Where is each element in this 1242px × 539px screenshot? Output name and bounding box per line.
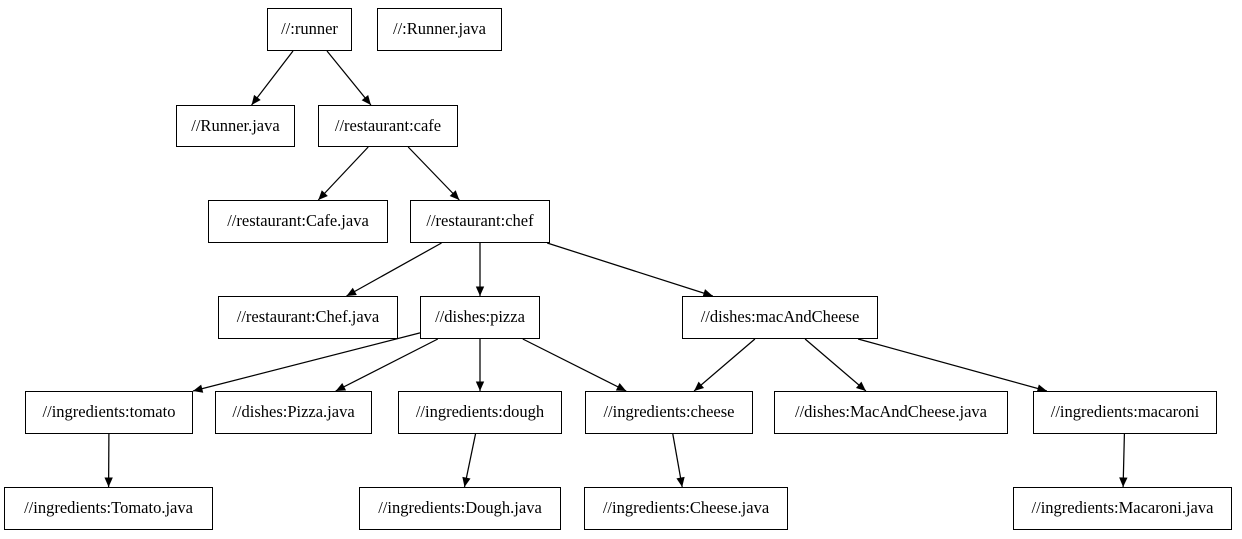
edge-chef-to-mac-and-cheese bbox=[547, 242, 713, 298]
graph-node-macaroni: //ingredients:macaroni bbox=[1033, 391, 1217, 434]
edge-mac-and-cheese-to-cheese bbox=[693, 338, 756, 392]
node-label: //ingredients:Dough.java bbox=[378, 498, 542, 518]
node-label: //ingredients:dough bbox=[415, 402, 545, 422]
node-label: //ingredients:Cheese.java bbox=[602, 498, 770, 518]
graph-node-dough-java: //ingredients:Dough.java bbox=[359, 487, 561, 530]
node-label: //restaurant:cafe bbox=[334, 115, 442, 135]
graph-node-runner: //:runner bbox=[267, 8, 352, 51]
graph-node-cafe: //restaurant:cafe bbox=[318, 105, 458, 147]
node-label: //dishes:MacAndCheese.java bbox=[795, 402, 987, 422]
edge-cafe-to-cafe-java bbox=[317, 146, 369, 201]
edge-pizza-to-cheese bbox=[522, 338, 627, 392]
node-label: //:runner bbox=[281, 19, 338, 39]
edge-chef-to-chef-java bbox=[346, 242, 442, 297]
graph-node-tomato-java: //ingredients:Tomato.java bbox=[4, 487, 213, 530]
graph-node-chef: //restaurant:chef bbox=[410, 200, 550, 243]
node-label: //restaurant:Chef.java bbox=[236, 307, 380, 327]
edge-mac-and-cheese-to-macaroni bbox=[857, 338, 1048, 393]
node-label: //restaurant:Cafe.java bbox=[227, 211, 369, 231]
edge-runner-to-cafe bbox=[326, 50, 372, 106]
edge-pizza-to-tomato bbox=[192, 332, 421, 393]
node-label: //ingredients:tomato bbox=[42, 402, 176, 422]
edge-pizza-to-pizza-java bbox=[335, 338, 439, 392]
graph-node-cheese: //ingredients:cheese bbox=[585, 391, 753, 434]
edge-mac-and-cheese-to-mac-and-cheese-java bbox=[804, 338, 867, 392]
graph-node-pizza: //dishes:pizza bbox=[420, 296, 540, 339]
node-label: //dishes:pizza bbox=[435, 307, 525, 327]
graph-node-macaroni-java: //ingredients:Macaroni.java bbox=[1013, 487, 1232, 530]
graph-node-mac-and-cheese: //dishes:macAndCheese bbox=[682, 296, 878, 339]
graph-node-dough: //ingredients:dough bbox=[398, 391, 562, 434]
graph-node-chef-java: //restaurant:Chef.java bbox=[218, 296, 398, 339]
node-label: //ingredients:Tomato.java bbox=[24, 498, 193, 518]
node-label: //dishes:Pizza.java bbox=[232, 402, 355, 422]
graph-node-runner-java: //Runner.java bbox=[176, 105, 295, 147]
graph-node-mac-and-cheese-java: //dishes:MacAndCheese.java bbox=[774, 391, 1008, 434]
node-label: //ingredients:macaroni bbox=[1050, 402, 1200, 422]
graph-node-pizza-java: //dishes:Pizza.java bbox=[215, 391, 372, 434]
graph-node-cheese-java: //ingredients:Cheese.java bbox=[584, 487, 788, 530]
node-label: //restaurant:chef bbox=[426, 211, 534, 231]
node-label: //:Runner.java bbox=[392, 19, 487, 39]
node-label: //ingredients:Macaroni.java bbox=[1031, 498, 1214, 518]
edge-cheese-to-cheese-java bbox=[672, 433, 685, 488]
graph-node-cafe-java: //restaurant:Cafe.java bbox=[208, 200, 388, 243]
edge-dough-to-dough-java bbox=[462, 433, 477, 488]
edge-macaroni-to-macaroni-java bbox=[1119, 433, 1128, 488]
edge-cafe-to-chef bbox=[407, 146, 460, 201]
node-label: //dishes:macAndCheese bbox=[700, 307, 860, 327]
edge-runner-to-runner-java bbox=[251, 50, 294, 106]
graph-node-runner-java-root: //:Runner.java bbox=[377, 8, 502, 51]
node-label: //ingredients:cheese bbox=[603, 402, 735, 422]
node-label: //Runner.java bbox=[191, 115, 280, 135]
graph-node-tomato: //ingredients:tomato bbox=[25, 391, 193, 434]
